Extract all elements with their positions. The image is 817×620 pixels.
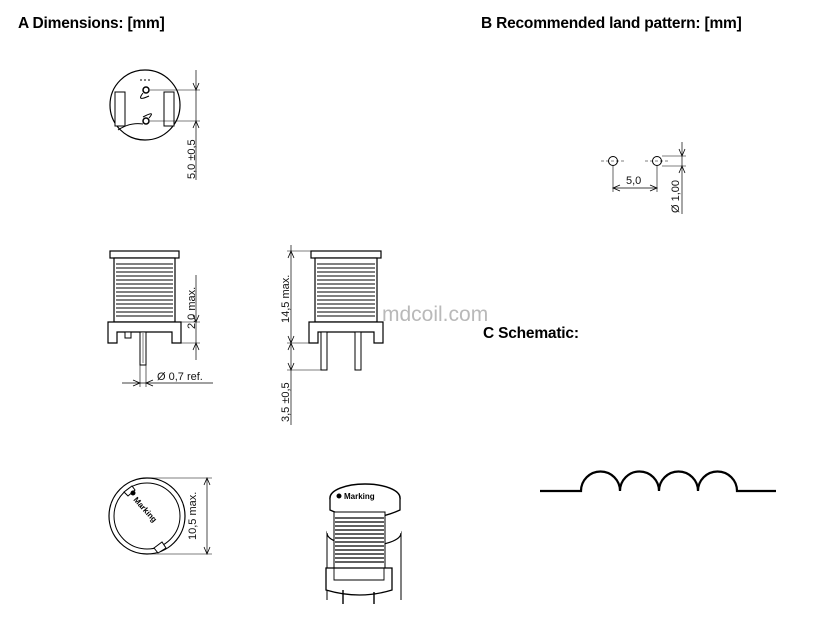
land-spacing-label: 5,0 bbox=[626, 175, 641, 187]
marking-text-iso: Marking bbox=[344, 492, 375, 501]
section-a-title: A Dimensions: [mm] bbox=[18, 15, 165, 32]
section-c-title: C Schematic: bbox=[483, 325, 579, 342]
side-view-left: 2,0 max. Ø 0,7 ref. bbox=[107, 250, 213, 387]
top-view: 5,0 ±0,5 bbox=[109, 69, 200, 180]
land-pattern: 5,0 Ø 1,00 bbox=[601, 142, 686, 214]
marking-text-top: Marking bbox=[132, 495, 159, 524]
standoff-label: 3,5 ±0,5 bbox=[280, 382, 292, 422]
pin-spacing-label: 5,0 ±0,5 bbox=[186, 139, 198, 179]
body-diameter-label: 10,5 max. bbox=[187, 492, 199, 540]
lead-length-label: 2,0 max. bbox=[186, 287, 198, 329]
side-view-right: 14,5 max. 3,5 ±0,5 bbox=[280, 245, 384, 425]
inductor-symbol bbox=[540, 470, 776, 493]
coil-winding bbox=[116, 263, 173, 317]
body-height-label: 14,5 max. bbox=[280, 275, 292, 323]
lead-diameter-label: Ø 0,7 ref. bbox=[157, 371, 203, 383]
watermark: mdcoil.com bbox=[382, 303, 488, 326]
land-diameter-label: Ø 1,00 bbox=[670, 180, 682, 213]
marking-top-view: Marking 10,5 max. bbox=[108, 476, 212, 556]
section-b-title: B Recommended land pattern: [mm] bbox=[481, 15, 742, 32]
isometric-view: Marking bbox=[325, 483, 402, 604]
